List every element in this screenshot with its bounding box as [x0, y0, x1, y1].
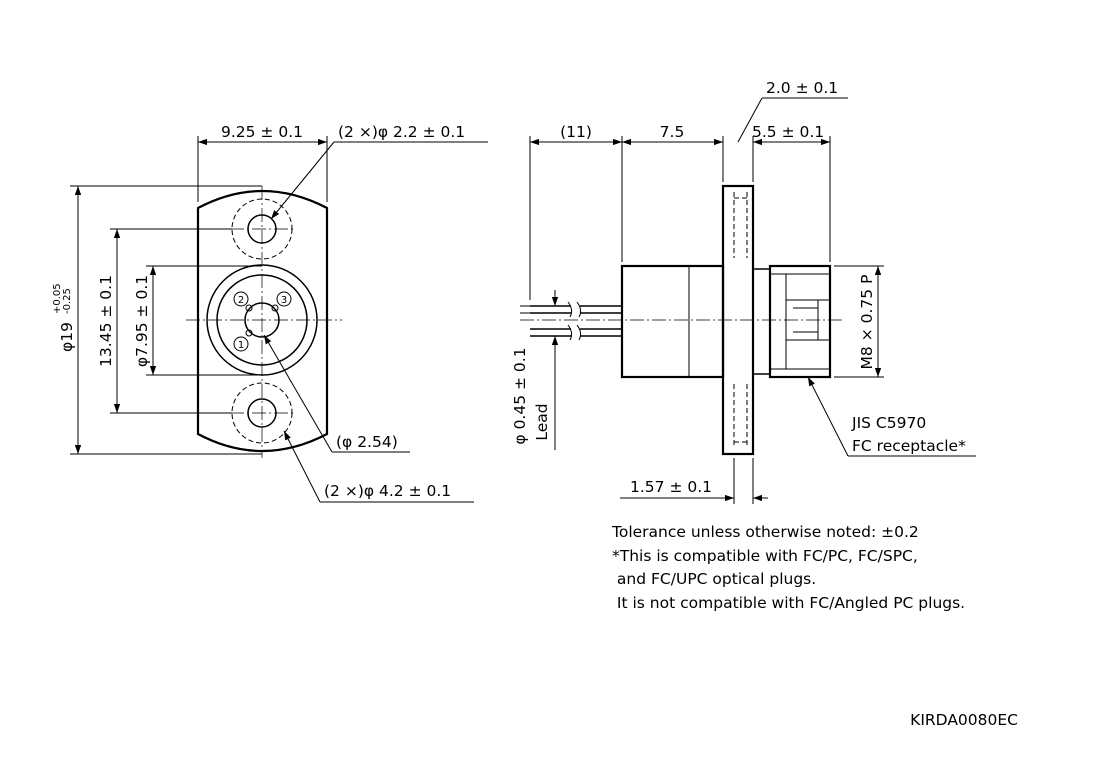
- side-receptacle: [768, 264, 832, 379]
- front-view: 2 3 1 9.25 ± 0.1 (2 ×)φ 2.2 ± 0.1 φ19 +0…: [52, 123, 488, 503]
- pin-2-dot: [245, 304, 253, 312]
- flange-offset-label: 1.57 ± 0.1: [630, 478, 712, 496]
- pin-2-label: 2: [238, 295, 244, 306]
- flange-thickness-label: 2.0 ± 0.1: [766, 79, 838, 97]
- lead-break-bottom: [567, 324, 582, 341]
- small-hole-dim-label: (2 ×)φ 2.2 ± 0.1: [338, 123, 465, 141]
- top-hole-large-circle: [231, 198, 293, 260]
- small-hole-leader: [270, 141, 335, 220]
- pin-3-label: 3: [281, 295, 287, 306]
- pin-3-label-circle: [276, 291, 292, 307]
- large-hole-leader: [283, 430, 321, 503]
- drawing-code: KIRDA0080EC: [910, 711, 1018, 729]
- dia19-dim-label: φ19: [58, 322, 76, 352]
- bottom-hole-small-circle: [247, 398, 277, 428]
- side-body: [620, 264, 725, 379]
- notes: Tolerance unless otherwise noted: ±0.2 *…: [611, 523, 965, 612]
- flange-thickness-leader: [737, 97, 763, 143]
- inner-boss-circle: [216, 274, 308, 366]
- window-circle: [244, 302, 280, 338]
- note-line-2: *This is compatible with FC/PC, FC/SPC,: [612, 547, 918, 565]
- side-view: (11) 7.5 5.5 ± 0.1 2.0 ± 0.1 M8 × 0.75 P…: [511, 79, 976, 504]
- top-hole-small-circle: [247, 214, 277, 244]
- note-line-1: Tolerance unless otherwise noted: ±0.2: [611, 523, 919, 541]
- body-dim-label: 7.5: [660, 123, 685, 141]
- lead-dia-label: φ 0.45 ± 0.1: [511, 347, 529, 444]
- pin-3-dot: [271, 304, 279, 312]
- pin-circle-leader: [263, 334, 333, 453]
- pin-2-label-circle: [233, 291, 249, 307]
- receptacle-note-line2: FC receptacle*: [852, 437, 966, 455]
- pin-1-label: 1: [238, 340, 244, 351]
- receptacle-note-leader: [807, 376, 849, 457]
- pitch-dim-label: 13.45 ± 0.1: [97, 275, 115, 367]
- thread-dim-label: M8 × 0.75 P: [858, 275, 876, 370]
- pin-1-dot: [245, 329, 253, 337]
- receptacle-dim-label: 5.5 ± 0.1: [752, 123, 824, 141]
- front-body-outline: [196, 189, 329, 453]
- dia19-tol-upper: +0.05: [52, 283, 63, 314]
- lead-dim-label: (11): [560, 123, 592, 141]
- dia19-tol-lower: -0.25: [62, 288, 73, 314]
- receptacle-note-line1: JIS C5970: [851, 414, 926, 432]
- side-neck: [752, 268, 771, 375]
- large-hole-dim-label: (2 ×)φ 4.2 ± 0.1: [324, 482, 451, 500]
- pin-circle-dim-label: (φ 2.54): [336, 433, 398, 451]
- inner-dia-dim-label: φ7.95 ± 0.1: [133, 275, 151, 367]
- bottom-hole-large-circle: [231, 382, 293, 444]
- note-line-4: It is not compatible with FC/Angled PC p…: [612, 594, 965, 612]
- width-dim-label: 9.25 ± 0.1: [221, 123, 303, 141]
- lead-label: Lead: [533, 403, 551, 440]
- pin-1-label-circle: [233, 336, 249, 352]
- receptacle-key: [786, 299, 830, 341]
- lead-break-top: [567, 301, 582, 318]
- note-line-3: and FC/UPC optical plugs.: [612, 570, 816, 588]
